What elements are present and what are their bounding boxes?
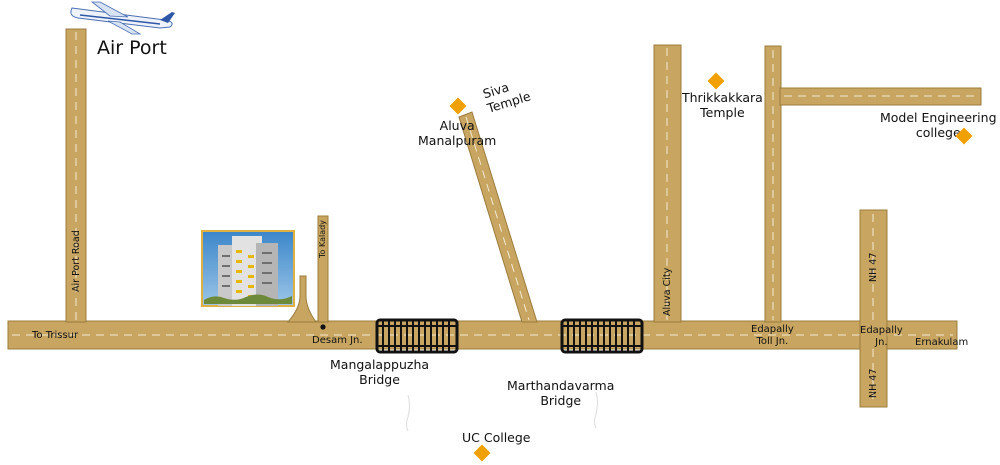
edapally-jn-label: Edapally Jn. bbox=[860, 325, 903, 348]
nh47-top-label: NH 47 bbox=[868, 252, 879, 282]
main-highway bbox=[7, 320, 958, 350]
aluva-manalpuram-label: Aluva Manalpuram bbox=[418, 118, 497, 148]
kalady-road bbox=[286, 215, 329, 330]
marthandavarma-bridge-label: Marthandavarma Bridge bbox=[507, 378, 615, 408]
aluva-city-road bbox=[653, 44, 682, 323]
manalpuram-road bbox=[458, 111, 538, 323]
building-photo bbox=[201, 230, 295, 307]
marthandavarma-bridge bbox=[560, 318, 644, 354]
airplane-icon bbox=[70, 1, 175, 35]
airport-label: Air Port bbox=[97, 37, 167, 59]
ernakulam-label: Ernakulam bbox=[915, 337, 969, 348]
aluva-city-label: Aluva City bbox=[662, 267, 673, 316]
edapally-toll-label: Edapally Toll Jn. bbox=[751, 324, 794, 347]
to-trissur-label: To Trissur bbox=[32, 330, 79, 341]
model-engineering-college-label: Model Engineering college bbox=[880, 110, 997, 140]
desam-jn-label: Desam Jn. bbox=[312, 335, 363, 346]
thrikkakkara-road bbox=[764, 45, 982, 323]
mangalappuzha-bridge bbox=[375, 318, 459, 354]
river-ripples bbox=[406, 391, 598, 432]
nh47-bottom-label: NH 47 bbox=[868, 368, 879, 398]
to-kalady-label: To Kalady bbox=[318, 220, 327, 258]
air-port-road-label: Air Port Road bbox=[71, 230, 82, 292]
nh47-road bbox=[859, 209, 888, 408]
airport-road bbox=[65, 28, 87, 323]
thrikkakkara-temple-label: Thrikkakkara Temple bbox=[682, 90, 763, 120]
mangalappuzha-bridge-label: Mangalappuzha Bridge bbox=[330, 357, 430, 387]
uc-college-label: UC College bbox=[462, 430, 531, 445]
